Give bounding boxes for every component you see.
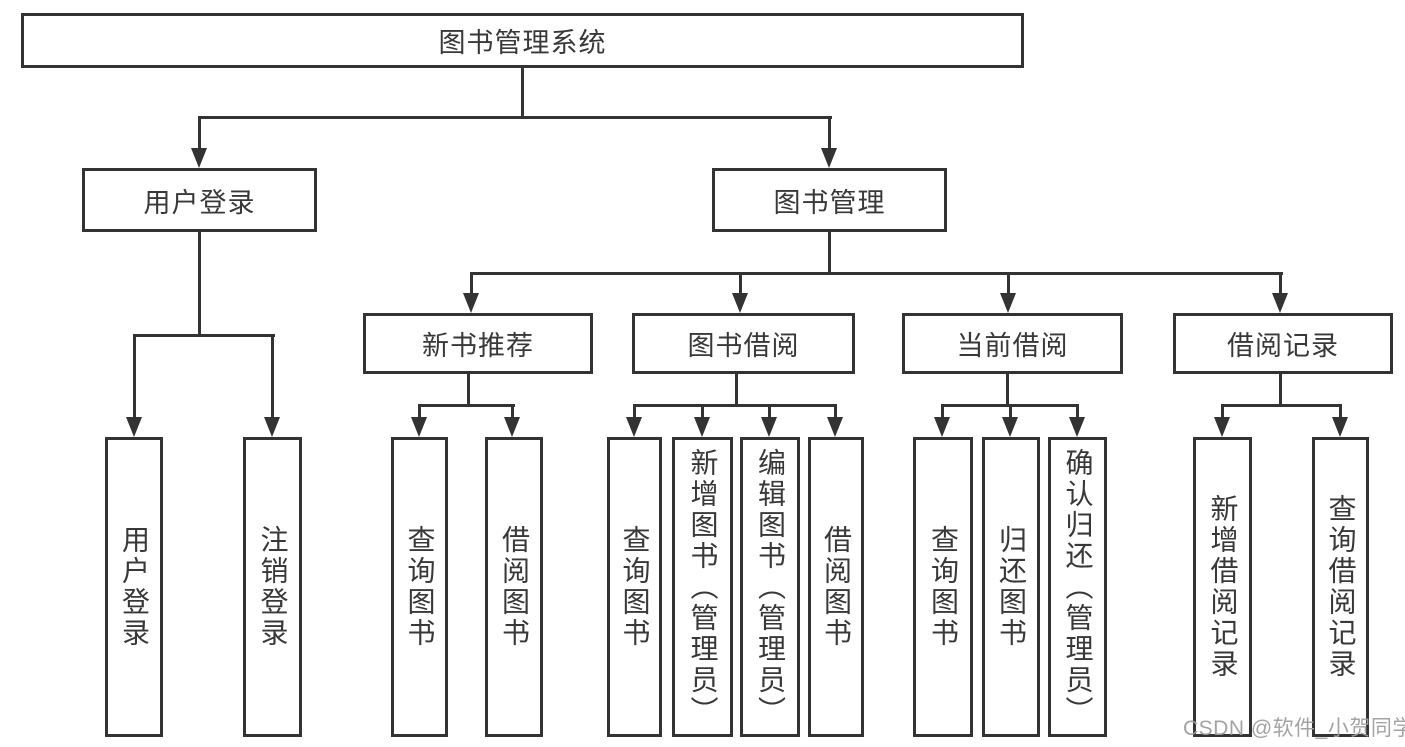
node-label: 查询图书: [619, 525, 651, 649]
node-label: 借阅图书: [499, 525, 530, 649]
connector-arrow: [504, 417, 520, 437]
connector-arrow: [191, 148, 207, 168]
connector-arrow: [934, 417, 950, 437]
connector-line: [739, 272, 742, 295]
csdn-watermark: CSDN @软件_小贺同学: [1183, 717, 1405, 740]
node-book-borrow: 图书借阅: [632, 313, 855, 374]
connector-arrow: [463, 293, 479, 313]
node-label: 用户登录: [143, 187, 256, 218]
connector-line: [1339, 404, 1342, 419]
connector-line: [198, 232, 201, 336]
connector-line: [418, 404, 515, 407]
node-new-book-recommend: 新书推荐: [363, 313, 593, 374]
connector-line: [511, 404, 514, 419]
connector-line: [198, 116, 201, 152]
connector-line: [470, 272, 1283, 275]
connector-line: [1221, 404, 1224, 419]
node-query-book: 查询图书: [913, 437, 973, 737]
node-label: 查询图书: [404, 525, 436, 649]
connector-arrow: [264, 417, 280, 437]
connector-line: [701, 404, 704, 419]
connector-line: [633, 404, 636, 419]
connector-arrow: [626, 417, 642, 437]
node-label: 借阅记录: [1227, 331, 1339, 361]
node-label: 图书管理系统: [438, 28, 607, 58]
connector-line: [271, 334, 274, 419]
connector-arrow: [411, 417, 427, 437]
node-query-book: 查询图书: [391, 437, 448, 737]
connector-line: [1006, 374, 1009, 406]
connector-line: [470, 272, 473, 295]
connector-line: [467, 374, 470, 406]
connector-line: [1076, 404, 1079, 419]
node-borrow-book: 借阅图书: [808, 437, 864, 737]
connector-line: [133, 334, 136, 419]
node-borrow-book: 借阅图书: [485, 437, 543, 737]
connector-arrow: [732, 293, 748, 313]
connector-arrow: [821, 148, 837, 168]
node-label: 注销登录: [257, 525, 289, 649]
node-label: 归还图书: [996, 525, 1027, 649]
node-query-borrow-record: 查询借阅记录: [1312, 437, 1369, 737]
node-current-borrow: 当前借阅: [902, 313, 1123, 374]
connector-arrow: [1214, 417, 1230, 437]
node-label: 编辑图书（管理员）: [755, 447, 786, 727]
node-label: 图书借阅: [687, 331, 800, 361]
connector-arrow: [1272, 293, 1288, 313]
connector-line: [1279, 272, 1282, 295]
connector-line: [768, 404, 771, 419]
connector-line: [1007, 272, 1010, 295]
connector-line: [735, 374, 738, 406]
node-edit-book-admin: 编辑图书（管理员）: [740, 437, 800, 737]
connector-arrow: [126, 417, 142, 437]
connector-line: [941, 404, 944, 419]
node-return-book: 归还图书: [982, 437, 1040, 737]
connector-line: [1221, 404, 1342, 407]
node-label: 图书管理: [773, 187, 886, 218]
node-label: 新书推荐: [422, 331, 534, 361]
connector-line: [828, 116, 831, 152]
connector-line: [521, 68, 524, 118]
node-root: 图书管理系统: [21, 13, 1024, 68]
node-label: 查询借阅记录: [1325, 494, 1357, 680]
node-borrow-record: 借阅记录: [1173, 313, 1393, 374]
connector-arrow: [694, 417, 710, 437]
node-label: 新增图书（管理员）: [687, 447, 719, 727]
connector-line: [633, 404, 837, 407]
connector-arrow: [1000, 293, 1016, 313]
node-book-management: 图书管理: [712, 168, 947, 232]
connector-line: [1279, 374, 1282, 406]
node-add-book-admin: 新增图书（管理员）: [672, 437, 733, 737]
connector-line: [198, 116, 832, 119]
node-label: 用户登录: [119, 525, 150, 649]
connector-line: [418, 404, 421, 419]
connector-line: [1009, 404, 1012, 419]
node-label: 借阅图书: [821, 525, 852, 649]
connector-arrow: [827, 417, 843, 437]
connector-arrow: [1002, 417, 1018, 437]
node-label: 当前借阅: [956, 331, 1069, 361]
connector-arrow: [1069, 417, 1085, 437]
node-add-borrow-record: 新增借阅记录: [1193, 437, 1252, 737]
connector-arrow: [761, 417, 777, 437]
connector-line: [828, 232, 831, 274]
node-query-book: 查询图书: [607, 437, 662, 737]
node-user-login: 用户登录: [82, 168, 317, 232]
node-user-login-action: 用户登录: [105, 437, 163, 737]
node-confirm-return-admin: 确认归还（管理员）: [1048, 437, 1107, 737]
connector-line: [133, 334, 275, 337]
connector-arrow: [1332, 417, 1348, 437]
node-logout-action: 注销登录: [243, 437, 302, 737]
node-label: 新增借阅记录: [1207, 494, 1239, 680]
node-label: 确认归还（管理员）: [1062, 447, 1094, 727]
connector-line: [834, 404, 837, 419]
node-label: 查询图书: [928, 525, 959, 649]
